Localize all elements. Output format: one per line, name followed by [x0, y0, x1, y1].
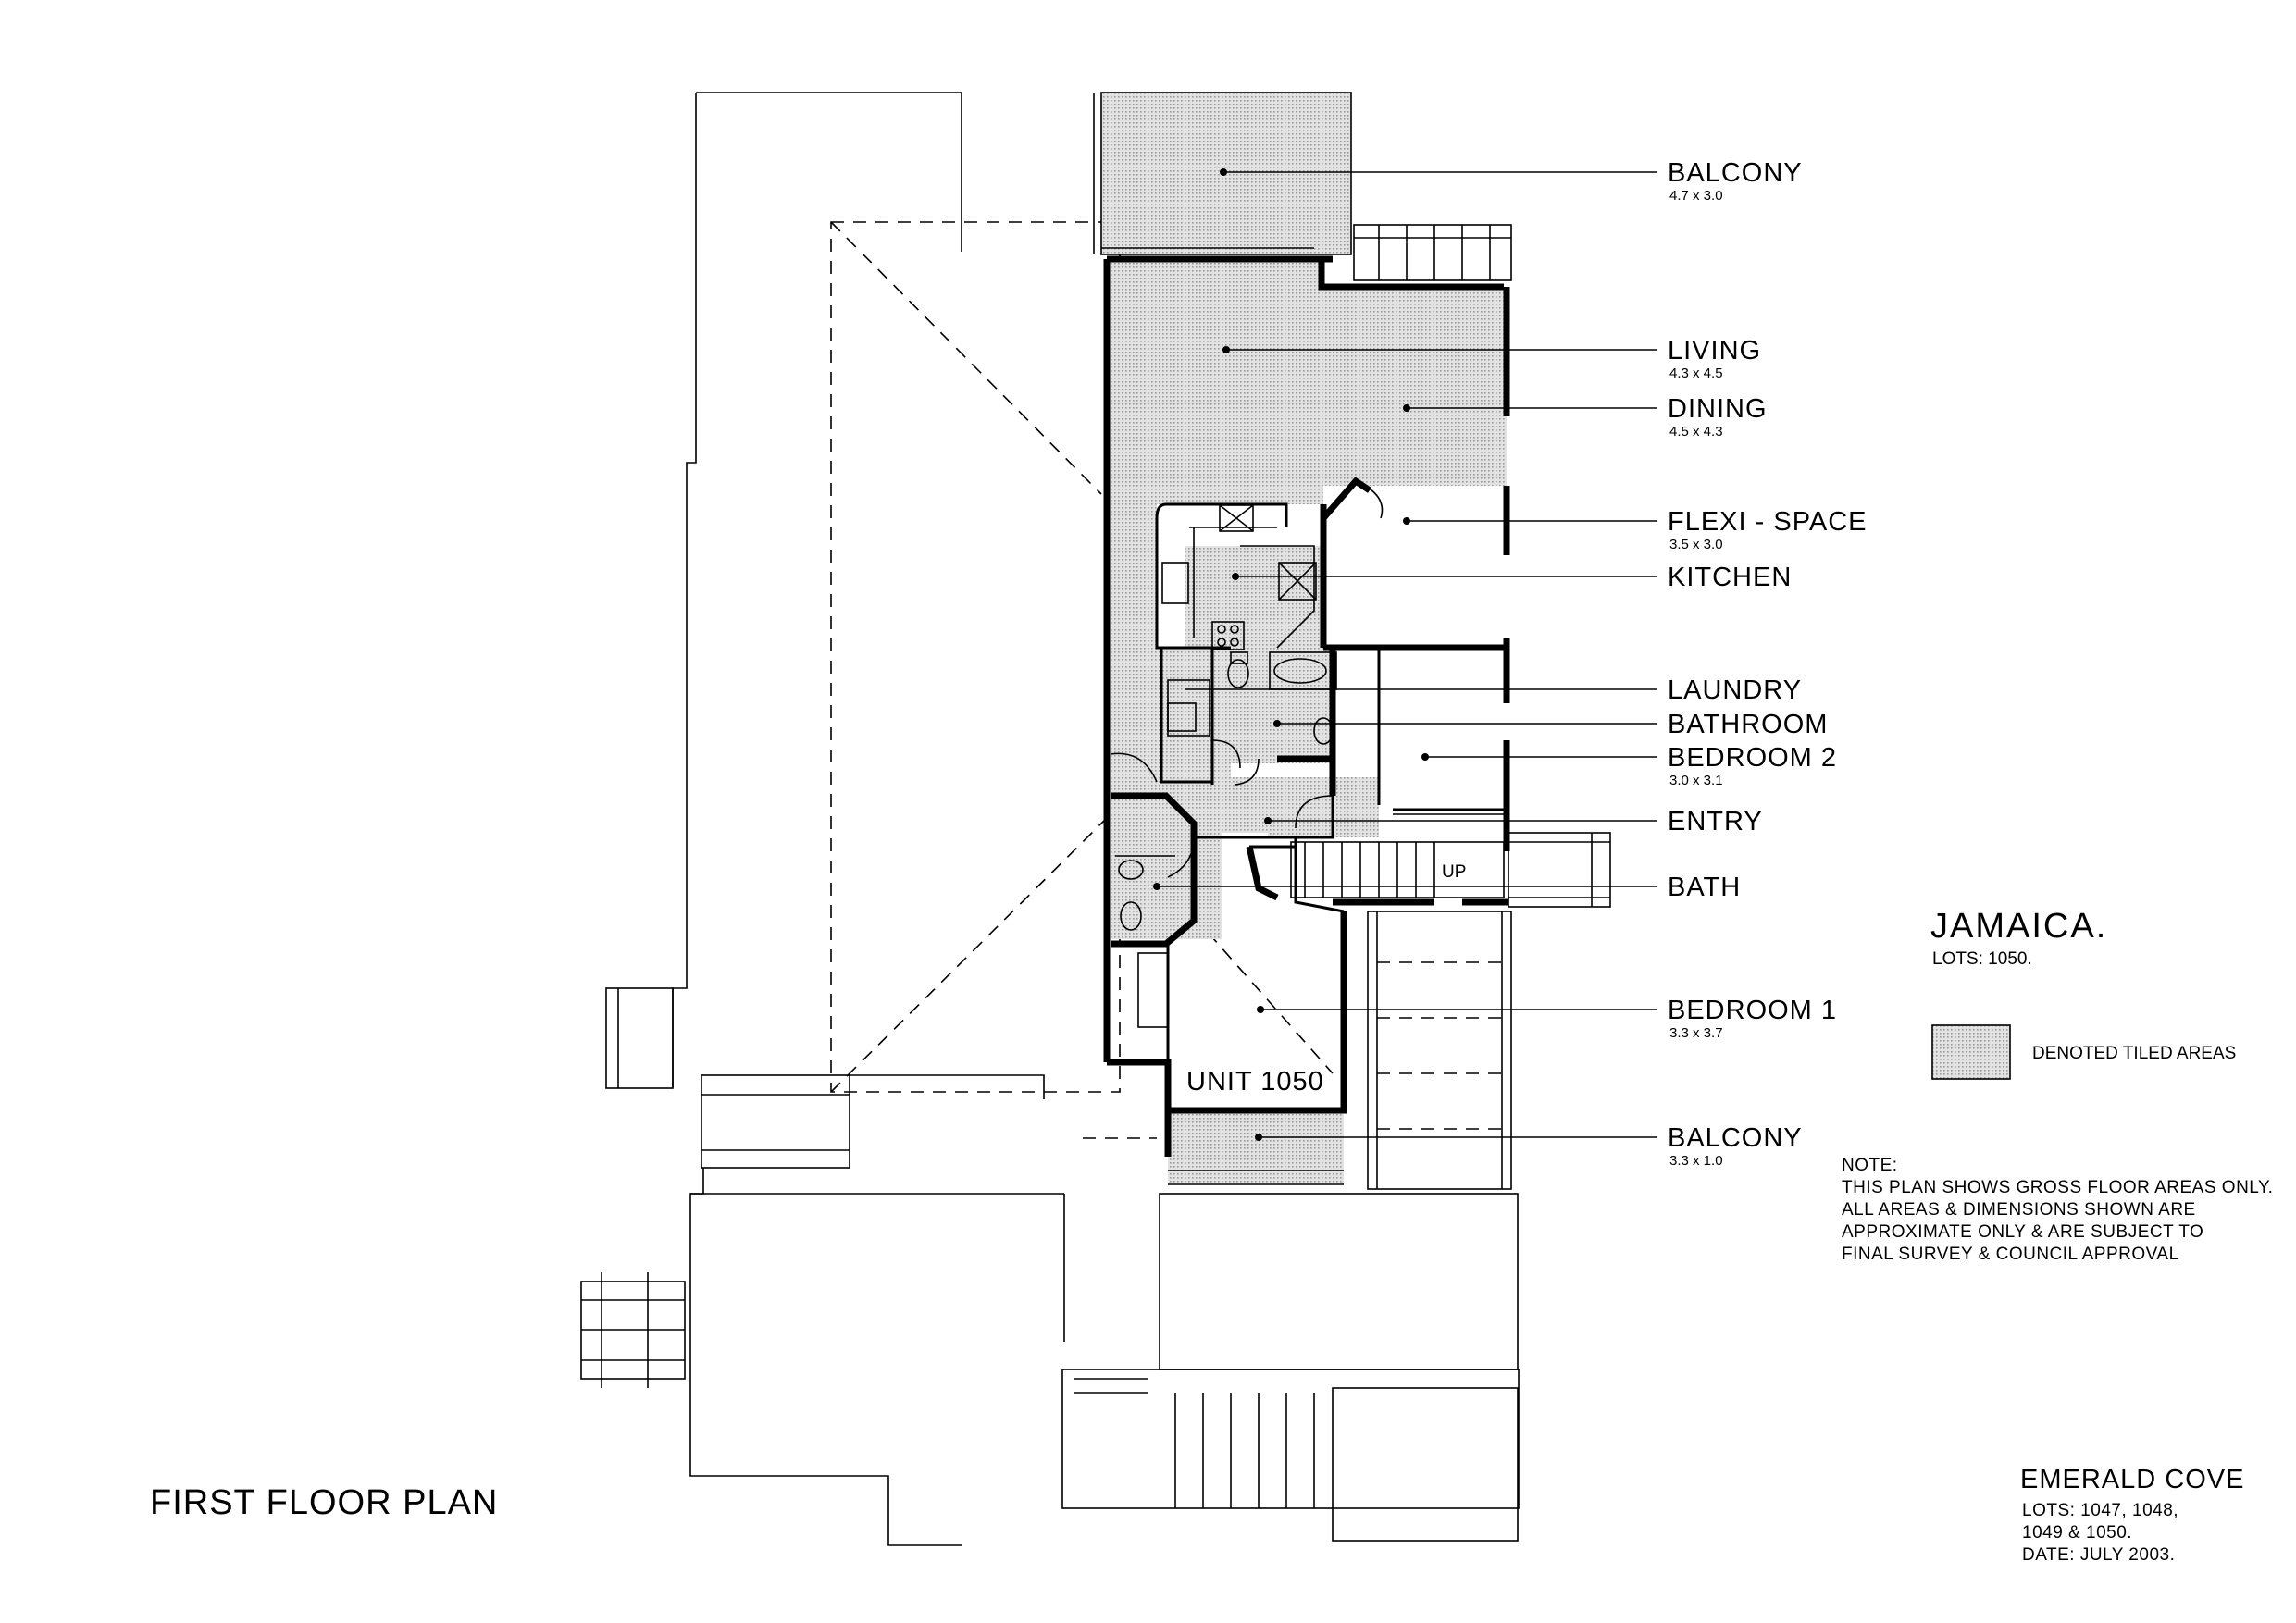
room-dims-flexi-space: 3.5 x 3.0 [1669, 537, 1723, 552]
stair-up-label: UP [1442, 862, 1466, 882]
room-label-flexi-space: FLEXI - SPACE [1668, 507, 1868, 537]
room-dims-bedroom-2: 3.0 x 3.1 [1669, 773, 1723, 788]
external-walls [1103, 255, 1510, 1157]
room-label-lower-balcony: BALCONY [1668, 1123, 1803, 1153]
design-lots: LOTS: 1050. [1932, 949, 2032, 969]
upper-balcony [1093, 92, 1512, 281]
label-leader-dots [1153, 168, 1429, 1141]
lower-buildings [580, 1168, 1520, 1546]
project-block: EMERALD COVE LOTS: 1047, 1048, 1049 & 10… [2020, 1465, 2244, 1565]
note-line: THIS PLAN SHOWS GROSS FLOOR AREAS ONLY. [1842, 1178, 2273, 1197]
label-leader-lines [1157, 171, 1657, 1138]
note-line: FINAL SURVEY & COUNCIL APPROVAL [1842, 1245, 2179, 1264]
room-dims-upper-balcony: 4.7 x 3.0 [1669, 188, 1723, 204]
project-line: DATE: JULY 2003. [2022, 1545, 2175, 1565]
unit-label: UNIT 1050 [1186, 1067, 1324, 1096]
room-label-bedroom-1: BEDROOM 1 [1668, 996, 1837, 1025]
note-block: NOTE: THIS PLAN SHOWS GROSS FLOOR AREAS … [1842, 1156, 2273, 1264]
lower-right-structures [1168, 911, 1512, 1190]
room-label-bedroom-2: BEDROOM 2 [1668, 743, 1837, 773]
legend: DENOTED TILED AREAS [1931, 1024, 2236, 1080]
room-dims-living: 4.3 x 4.5 [1669, 365, 1723, 381]
note-line: ALL AREAS & DIMENSIONS SHOWN ARE [1842, 1200, 2196, 1220]
legend-label: DENOTED TILED AREAS [2032, 1044, 2236, 1063]
note-line: APPROXIMATE ONLY & ARE SUBJECT TO [1842, 1222, 2203, 1242]
neighbour-building-outline [605, 92, 1045, 1169]
project-name: EMERALD COVE [2020, 1465, 2244, 1494]
room-label-dining: DINING [1668, 394, 1768, 424]
room-label-kitchen: KITCHEN [1668, 563, 1792, 592]
note-heading: NOTE: [1842, 1156, 1898, 1175]
legend-tile-swatch [1932, 1025, 2010, 1079]
plan-title: FIRST FLOOR PLAN [150, 1483, 498, 1522]
design-title-block: JAMAICA. LOTS: 1050. [1930, 907, 2107, 969]
room-label-upper-balcony: BALCONY [1668, 158, 1803, 188]
room-label-entry: ENTRY [1668, 807, 1763, 836]
room-label-living: LIVING [1668, 336, 1761, 365]
project-line: 1049 & 1050. [2022, 1523, 2132, 1542]
tiled-areas [1101, 93, 1507, 1183]
room-label-bathroom: BATHROOM [1668, 710, 1828, 739]
room-dims-bedroom-1: 3.3 x 3.7 [1669, 1025, 1723, 1041]
room-dims-dining: 4.5 x 4.3 [1669, 424, 1723, 440]
room-label-laundry: LAUNDRY [1668, 675, 1802, 705]
internal-walls [1110, 477, 1611, 1062]
project-line: LOTS: 1047, 1048, [2022, 1501, 2178, 1520]
design-name: JAMAICA. [1930, 907, 2107, 946]
room-dims-lower-balcony: 3.3 x 1.0 [1669, 1153, 1723, 1169]
room-labels: BALCONY 4.7 x 3.0 LIVING 4.3 x 4.5 DININ… [1668, 158, 1868, 1169]
room-label-bath: BATH [1668, 873, 1741, 902]
